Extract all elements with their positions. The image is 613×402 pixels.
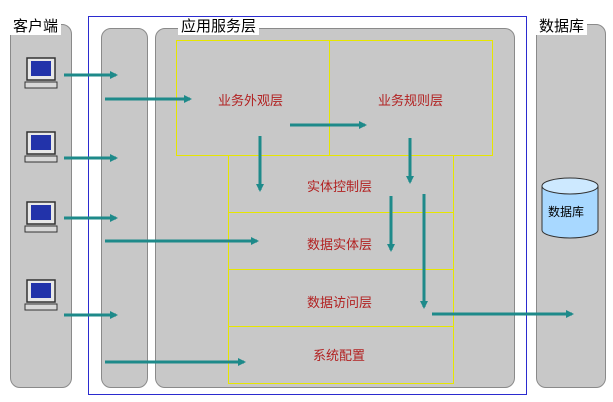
- computer-icon: [24, 57, 58, 89]
- gateway-panel: [101, 28, 148, 388]
- layer-entity-control-label: 实体控制层: [307, 180, 373, 195]
- database-store-label: 数据库: [548, 205, 585, 219]
- server-panel-title: 应用服务层: [178, 17, 260, 35]
- database-panel-title: 数据库: [536, 17, 588, 35]
- layer-rules-label: 业务规则层: [378, 94, 444, 109]
- computer-icon: [24, 201, 58, 233]
- computer-icon: [24, 131, 58, 163]
- layer-data-access-label: 数据访问层: [307, 296, 373, 311]
- computer-icon: [24, 279, 58, 311]
- layer-data-entity-label: 数据实体层: [307, 238, 373, 253]
- layer-config-label: 系统配置: [313, 349, 366, 364]
- layer-config: [228, 326, 454, 384]
- server-boundary-frame: [88, 16, 527, 395]
- layer-facade-label: 业务外观层: [218, 94, 284, 109]
- server-panel: [155, 28, 515, 388]
- client-panel-title: 客户端: [10, 17, 62, 35]
- database-cylinder-icon: [541, 177, 599, 239]
